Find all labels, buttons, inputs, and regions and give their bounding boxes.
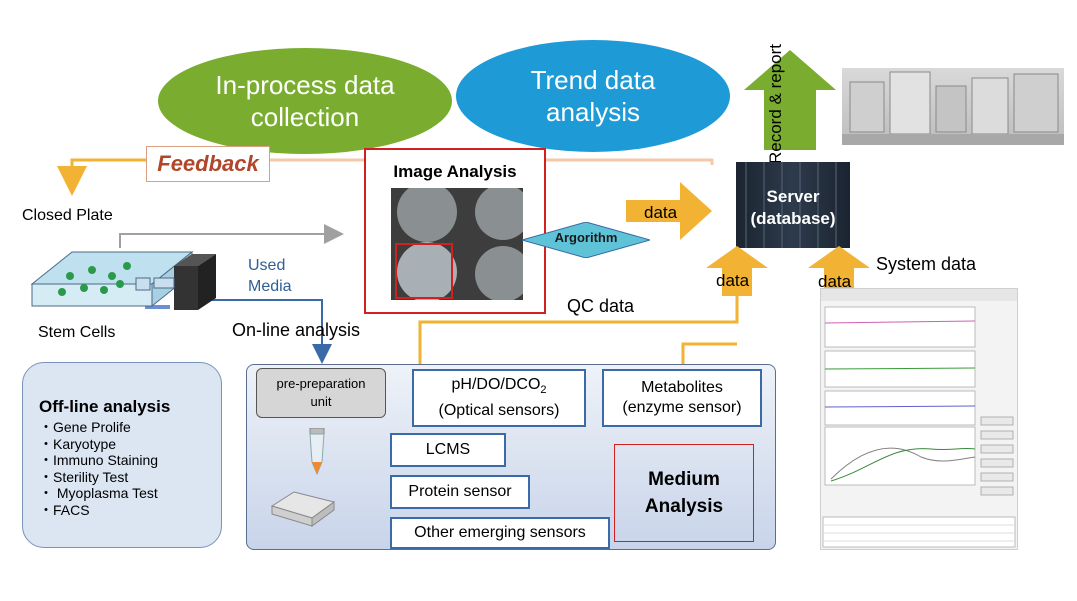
data-label-1: data	[644, 203, 678, 222]
ph-label: pH/DO/DCO	[451, 376, 541, 394]
cell-image	[391, 188, 523, 300]
ph-sensor-line: pH/DO/DCO2	[451, 375, 546, 400]
offline-list: ・Gene Prolife ・Karyotype ・Immuno Stainin…	[39, 419, 158, 518]
enzyme-label: (enzyme sensor)	[622, 399, 742, 416]
offline-item: ・Karyotype	[39, 435, 117, 452]
algorithm-diamond	[522, 222, 650, 258]
closed-plate-label: Closed Plate	[22, 207, 113, 224]
prep-unit-box: pre-preparation unit	[256, 368, 386, 418]
equipment-photo	[842, 68, 1064, 145]
metabolites-box: Metabolites (enzyme sensor)	[602, 369, 762, 427]
data-label-3: data	[818, 272, 852, 291]
protein-sensor-label: Protein sensor	[408, 483, 512, 500]
offline-analysis-panel: Off-line analysis ・Gene Prolife ・Karyoty…	[22, 362, 222, 548]
data-arrow-up-1	[706, 246, 768, 296]
offline-item: ・Gene Prolife	[39, 419, 131, 435]
used-media-container	[153, 254, 216, 310]
offline-item: ・ Myoplasma Test	[39, 485, 158, 501]
microplate-icon	[270, 491, 336, 527]
ph-sensor-box: pH/DO/DCO2 (Optical sensors)	[412, 369, 586, 427]
system-data-label: System data	[876, 254, 977, 274]
offline-item: ・Sterility Test	[39, 468, 129, 485]
medium-analysis-box: Medium Analysis	[614, 444, 754, 542]
protein-sensor-box: Protein sensor	[390, 475, 530, 509]
record-report-arrow	[744, 50, 836, 150]
other-sensors-box: Other emerging sensors	[390, 517, 610, 549]
system-data-screenshot	[820, 288, 1018, 550]
other-sensors-label: Other emerging sensors	[414, 524, 586, 541]
online-analysis-label: On-line analysis	[232, 320, 361, 340]
data-arrow-right	[626, 182, 712, 240]
lcms-label: LCMS	[425, 441, 471, 458]
metabolites-label: Metabolites	[641, 379, 723, 396]
tube-icon	[309, 428, 325, 476]
offline-item: ・FACS	[39, 501, 90, 518]
feedback-label: Feedback	[157, 151, 259, 176]
record-report-label: Record & report	[766, 44, 785, 164]
inprocess-bubble: In-process data collection	[158, 48, 452, 154]
inprocess-label: In-process data collection	[215, 70, 395, 132]
optical-label: (Optical sensors)	[438, 401, 560, 419]
prep-unit-label: pre-preparation unit	[276, 376, 366, 409]
offline-title: Off-line analysis	[39, 397, 171, 416]
trend-label: Trend data analysis	[530, 65, 656, 127]
image-analysis-box: Image Analysis	[364, 148, 546, 314]
stem-cells-label: Stem Cells	[38, 324, 116, 341]
data-arrow-up-2	[808, 246, 870, 296]
data-label-2: data	[716, 271, 750, 290]
used-media-label: Used Media	[248, 255, 318, 297]
server-label: Server (database)	[750, 187, 836, 228]
trend-bubble: Trend data analysis	[456, 40, 730, 152]
algorithm-label: Argorithm	[554, 230, 618, 245]
lcms-box: LCMS	[390, 433, 506, 467]
image-analysis-title: Image Analysis	[393, 162, 517, 181]
offline-item: ・Immuno Staining	[39, 452, 159, 468]
feedback-box: Feedback	[146, 146, 270, 182]
used-media-text: Used Media	[248, 257, 292, 295]
server-image	[736, 162, 850, 248]
medium-analysis-label: Medium Analysis	[644, 469, 724, 517]
ph-subscript: 2	[540, 384, 547, 397]
qc-data-label: QC data	[567, 296, 635, 316]
